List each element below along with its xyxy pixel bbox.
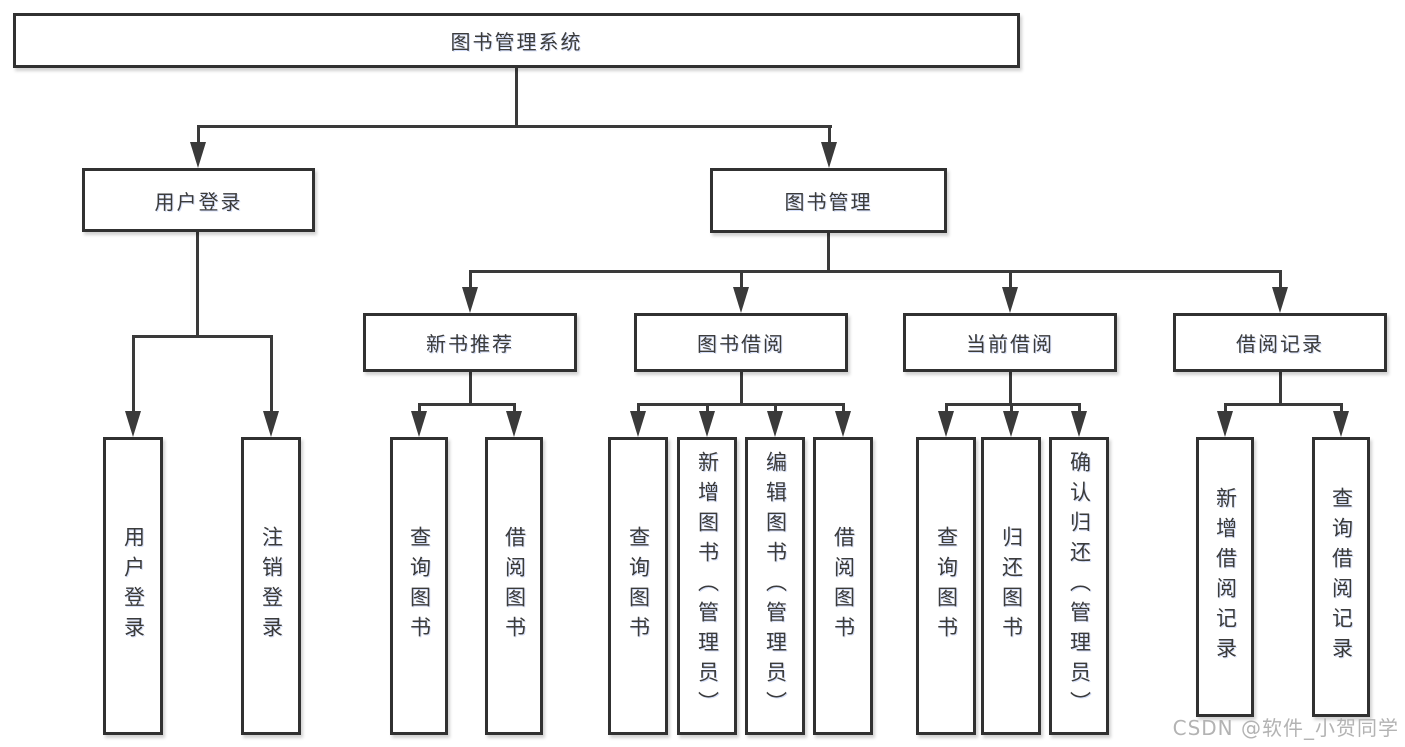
node-user-login-label: 用户登录 xyxy=(154,189,243,214)
node-leaf-record-add-label: 新增借阅记录 xyxy=(1213,487,1238,667)
node-leaf-user-login-label: 用户登录 xyxy=(121,526,146,646)
node-leaf-newbook-query: 查询图书 xyxy=(390,437,448,735)
arrow-to-login xyxy=(125,337,141,437)
node-new-book-recommend: 新书推荐 xyxy=(363,313,577,372)
node-leaf-record-query: 查询借阅记录 xyxy=(1312,437,1370,717)
arrow-newbook-borrow xyxy=(506,405,522,437)
connector-current-rail xyxy=(945,403,1081,406)
node-leaf-current-query: 查询图书 xyxy=(916,437,976,735)
node-new-book-recommend-label: 新书推荐 xyxy=(426,332,514,356)
arrow-borrow-edit xyxy=(767,405,783,437)
arrow-to-logout xyxy=(263,337,279,437)
arrow-to-book-management xyxy=(821,127,837,168)
node-current-borrowing: 当前借阅 xyxy=(903,313,1117,372)
arrow-record-query xyxy=(1333,405,1349,437)
node-leaf-record-query-label: 查询借阅记录 xyxy=(1329,487,1354,667)
node-book-management-label: 图书管理 xyxy=(784,190,873,214)
arrow-to-borrow-record xyxy=(1272,272,1288,313)
node-leaf-borrow-borrow-label: 借阅图书 xyxy=(831,526,856,646)
connector-user-login-drop xyxy=(196,232,199,338)
connector-record-drop xyxy=(1279,372,1282,406)
node-leaf-borrow-edit-admin-label: 编辑图书（管理员） xyxy=(763,451,788,721)
connector-new-book-drop xyxy=(469,372,472,406)
node-leaf-borrow-query-label: 查询图书 xyxy=(626,526,651,646)
node-leaf-current-return: 归还图书 xyxy=(981,437,1041,735)
connector-borrow-drop xyxy=(740,372,743,406)
connector-level2-rail xyxy=(197,125,832,128)
arrow-current-confirm xyxy=(1071,405,1087,437)
node-borrow-records-label: 借阅记录 xyxy=(1236,332,1324,356)
node-book-borrowing-label: 图书借阅 xyxy=(697,332,785,356)
connector-root-drop xyxy=(515,68,518,128)
connector-record-rail xyxy=(1224,403,1343,406)
arrow-newbook-query xyxy=(411,405,427,437)
node-leaf-borrow-borrow: 借阅图书 xyxy=(813,437,873,735)
csdn-watermark: CSDN @软件_小贺同学 xyxy=(1172,716,1399,740)
connector-new-book-rail xyxy=(418,403,516,406)
node-leaf-current-return-label: 归还图书 xyxy=(999,526,1024,646)
node-leaf-logout-label: 注销登录 xyxy=(259,526,284,646)
node-leaf-borrow-add-admin-label: 新增图书（管理员） xyxy=(695,451,720,721)
connector-level3-rail xyxy=(469,270,1282,273)
node-book-management: 图书管理 xyxy=(710,168,947,233)
connector-borrow-rail xyxy=(637,403,845,406)
arrow-to-book-borrow xyxy=(733,272,749,313)
node-leaf-borrow-add-admin: 新增图书（管理员） xyxy=(677,437,737,735)
node-leaf-user-login: 用户登录 xyxy=(103,437,163,735)
arrow-to-new-book-rec xyxy=(462,272,478,313)
node-book-borrowing: 图书借阅 xyxy=(634,313,848,372)
node-leaf-current-query-label: 查询图书 xyxy=(934,526,959,646)
connector-book-mgmt-drop xyxy=(827,233,830,273)
node-user-login: 用户登录 xyxy=(82,168,315,232)
node-leaf-record-add: 新增借阅记录 xyxy=(1196,437,1254,717)
arrow-to-user-login xyxy=(190,127,206,168)
arrow-current-return xyxy=(1003,405,1019,437)
node-root-label: 图书管理系统 xyxy=(450,30,583,54)
node-leaf-newbook-query-label: 查询图书 xyxy=(407,526,432,646)
node-leaf-borrow-edit-admin: 编辑图书（管理员） xyxy=(745,437,805,735)
node-root: 图书管理系统 xyxy=(13,13,1020,68)
node-borrow-records: 借阅记录 xyxy=(1173,313,1387,372)
arrow-borrow-borrow xyxy=(835,405,851,437)
arrow-to-current-borrow xyxy=(1002,272,1018,313)
node-leaf-borrow-query: 查询图书 xyxy=(608,437,668,735)
node-leaf-logout: 注销登录 xyxy=(241,437,301,735)
node-leaf-current-confirm-admin-label: 确认归还（管理员） xyxy=(1067,451,1092,721)
arrow-borrow-add xyxy=(699,405,715,437)
connector-login-rail xyxy=(132,335,273,338)
connector-current-drop xyxy=(1009,372,1012,406)
arrow-record-add xyxy=(1217,405,1233,437)
node-leaf-current-confirm-admin: 确认归还（管理员） xyxy=(1049,437,1109,735)
arrow-borrow-query xyxy=(630,405,646,437)
node-leaf-newbook-borrow-label: 借阅图书 xyxy=(502,526,527,646)
node-current-borrowing-label: 当前借阅 xyxy=(966,332,1054,356)
arrow-current-query xyxy=(938,405,954,437)
node-leaf-newbook-borrow: 借阅图书 xyxy=(485,437,543,735)
